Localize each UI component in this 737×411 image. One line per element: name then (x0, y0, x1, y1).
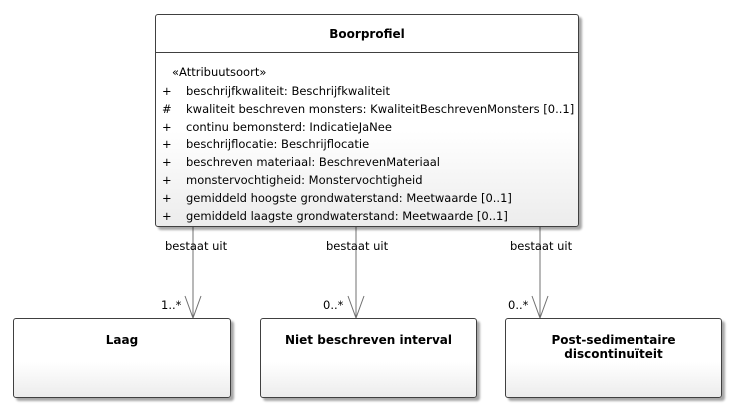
multiplicity-niet-beschreven-interval: 0..* (323, 298, 344, 312)
multiplicity-laag: 1..* (161, 298, 182, 312)
attribute-text: gemiddeld laagste grondwaterstand: Meetw… (186, 208, 508, 223)
class-name: Boorprofiel (156, 15, 578, 53)
attribute-text: beschrijfkwaliteit: Beschrijfkwaliteit (186, 84, 390, 98)
attribute-text: beschrijflocatie: Beschrijflocatie (186, 137, 370, 152)
class-name: Niet beschreven interval (285, 333, 452, 347)
multiplicity-post-sedimentaire: 0..* (508, 298, 529, 312)
class-name: Laag (105, 333, 139, 347)
association-label-post-sedimentaire: bestaat uit (510, 239, 573, 253)
association-label-niet-beschreven-interval: bestaat uit (326, 239, 389, 253)
attribute-row: + gemiddeld laagste grondwaterstand: Mee… (156, 208, 578, 226)
class-niet-beschreven-interval[interactable]: Niet beschreven interval (260, 318, 477, 398)
attribute-row: + monstervochtigheid: Monstervochtigheid (156, 172, 578, 190)
attribute-text: kwaliteit beschreven monsters: Kwaliteit… (186, 101, 575, 116)
attribute-row: + beschrijflocatie: Beschrijflocatie (156, 136, 578, 154)
class-name: Post-sedimentaire discontinuïteit (551, 333, 676, 361)
class-laag[interactable]: Laag (13, 318, 231, 398)
attribute-text: continu bemonsterd: IndicatieJaNee (186, 119, 392, 134)
attribute-text: monstervochtigheid: Monstervochtigheid (186, 172, 423, 187)
class-boorprofiel[interactable]: Boorprofiel «Attribuutsoort» + beschrijf… (155, 14, 579, 227)
visibility-marker: + (162, 172, 172, 187)
stereotype-label: «Attribuutsoort» (172, 65, 267, 79)
attribute-row: # kwaliteit beschreven monsters: Kwalite… (156, 101, 578, 119)
visibility-marker: + (162, 190, 172, 205)
visibility-marker: + (162, 84, 172, 98)
visibility-marker: + (162, 208, 172, 223)
attribute-row: + beschrijfkwaliteit: Beschrijfkwaliteit (156, 83, 578, 101)
attribute-text: beschreven materiaal: BeschrevenMateriaa… (186, 155, 440, 170)
visibility-marker: # (162, 101, 172, 116)
association-label-laag: bestaat uit (165, 239, 228, 253)
attribute-list: + beschrijfkwaliteit: Beschrijfkwaliteit… (156, 83, 578, 225)
visibility-marker: + (162, 137, 172, 152)
attribute-row: + continu bemonsterd: IndicatieJaNee (156, 119, 578, 137)
visibility-marker: + (162, 119, 172, 134)
attribute-row: + gemiddeld hoogste grondwaterstand: Mee… (156, 190, 578, 208)
class-post-sedimentaire-discontinuiteit[interactable]: Post-sedimentaire discontinuïteit (505, 318, 722, 398)
attribute-text: gemiddeld hoogste grondwaterstand: Meetw… (186, 190, 512, 205)
visibility-marker: + (162, 155, 172, 170)
attribute-row: + beschreven materiaal: BeschrevenMateri… (156, 154, 578, 172)
